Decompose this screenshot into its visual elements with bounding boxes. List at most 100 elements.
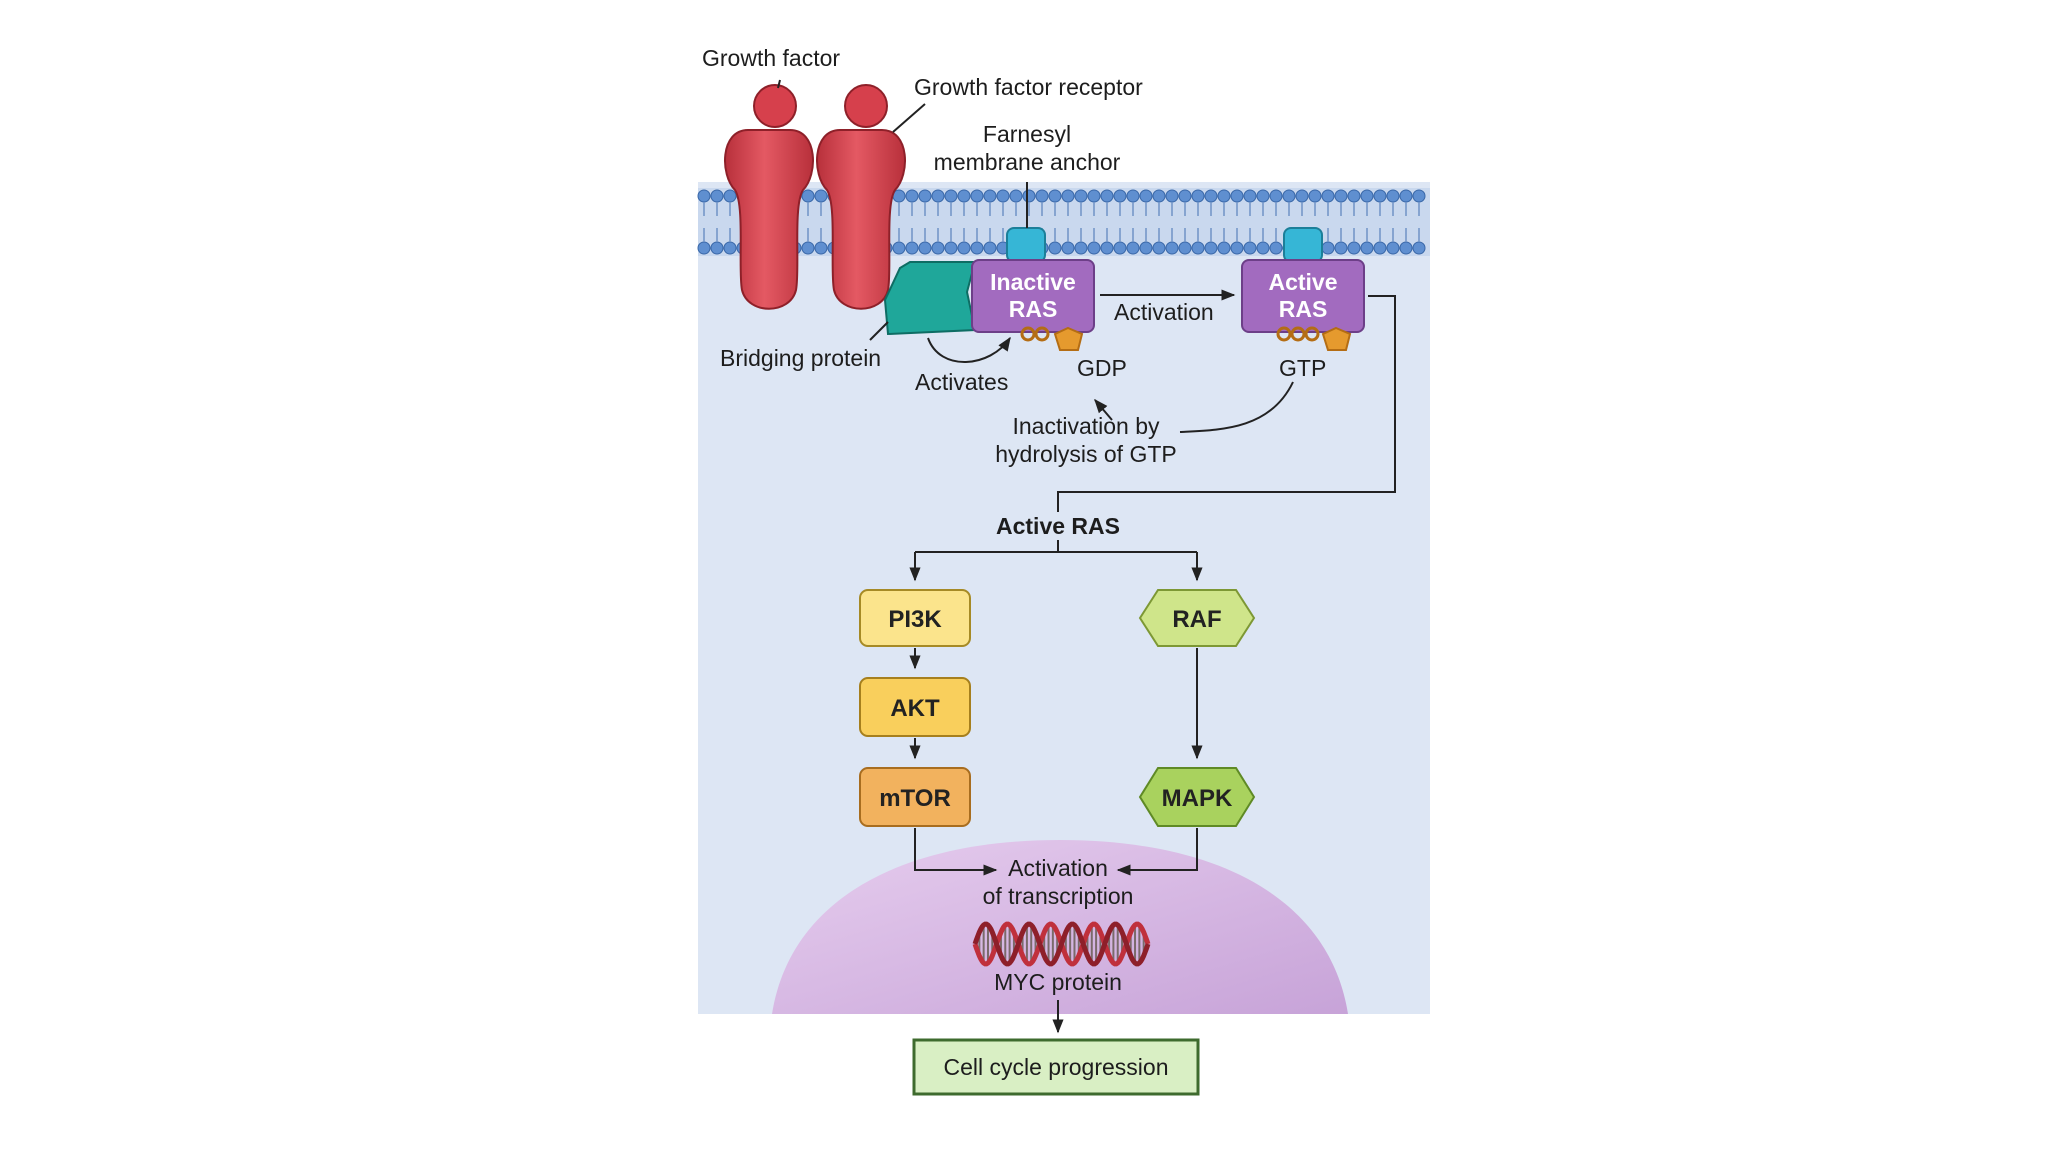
- pi3k-label: PI3K: [888, 606, 942, 633]
- lipid-head: [1061, 189, 1075, 203]
- lipid-head: [957, 189, 971, 203]
- lipid-head: [1399, 189, 1413, 203]
- lipid-head: [931, 241, 945, 255]
- growth-factor-ligand: [753, 84, 888, 128]
- lipid-head: [801, 189, 815, 203]
- lipid-head: [1412, 241, 1426, 255]
- lipid-head: [1087, 189, 1101, 203]
- akt-label: AKT: [890, 695, 940, 722]
- activates-arrow: [927, 336, 1011, 363]
- lipid-head: [1139, 189, 1153, 203]
- lipid-head: [970, 241, 984, 255]
- transcription-label-line1: Activation: [1008, 855, 1108, 881]
- lipid-head: [710, 189, 724, 203]
- lipid-head: [1230, 241, 1244, 255]
- cell-cycle-progression-box: Cell cycle progression: [912, 1038, 1200, 1096]
- lipid-head: [1165, 189, 1179, 203]
- lipid-head: [1308, 189, 1322, 203]
- lipid-head: [1373, 241, 1387, 255]
- nucleus: [772, 840, 1348, 1014]
- lipid-head: [970, 189, 984, 203]
- lipid-head: [1126, 189, 1140, 203]
- lipid-head: [1399, 241, 1413, 255]
- growth-factor-label: Growth factor: [702, 45, 840, 71]
- bridging-pointer: [869, 321, 889, 341]
- gtp-label: GTP: [1279, 355, 1326, 381]
- lipid-head: [1386, 241, 1400, 255]
- farnesyl-anchor-inactive: [1006, 227, 1046, 263]
- inactive-ras-label-line2: RAS: [1009, 296, 1058, 322]
- transcription-label-line2: of transcription: [983, 883, 1134, 909]
- lipid-head: [1269, 189, 1283, 203]
- lipid-head: [1113, 189, 1127, 203]
- lipid-head: [697, 189, 711, 203]
- lipid-head: [1022, 189, 1036, 203]
- lipid-head: [697, 241, 711, 255]
- lipid-head: [1334, 189, 1348, 203]
- lipid-head: [944, 189, 958, 203]
- lipid-head: [1100, 189, 1114, 203]
- lipid-head: [1256, 189, 1270, 203]
- lipid-head: [1347, 189, 1361, 203]
- lipid-head: [1009, 189, 1023, 203]
- lipid-head: [905, 189, 919, 203]
- inactivation-arrow: [1094, 398, 1113, 421]
- lipid-head: [1178, 241, 1192, 255]
- farnesyl-label-line1: Farnesyl: [983, 121, 1071, 147]
- growth-factor-receptor: [724, 129, 906, 310]
- lipid-head: [1100, 241, 1114, 255]
- activates-label: Activates: [915, 369, 1008, 395]
- raf-label: RAF: [1172, 606, 1221, 633]
- lipid-head: [1139, 241, 1153, 255]
- receptor-pointer: [892, 103, 926, 133]
- lipid-head: [1360, 189, 1374, 203]
- lipid-head: [1087, 241, 1101, 255]
- gtp-molecule: [1276, 326, 1352, 351]
- lipid-head: [1386, 189, 1400, 203]
- raf-node: RAF: [1138, 589, 1256, 647]
- active-ras-label: Active RAS: [996, 513, 1120, 539]
- lipid-head: [801, 241, 815, 255]
- inactive-ras-label-line1: Inactive: [990, 269, 1076, 295]
- inactivation-curve: [1179, 381, 1294, 433]
- gdp-molecule: [1020, 326, 1084, 351]
- lipid-head: [1074, 241, 1088, 255]
- lipid-head: [1074, 189, 1088, 203]
- lipid-head: [814, 189, 828, 203]
- lipid-head: [814, 241, 828, 255]
- lipid-head: [957, 241, 971, 255]
- dna-strand: [972, 921, 1151, 967]
- lipid-head: [1412, 189, 1426, 203]
- lipid-head: [1360, 241, 1374, 255]
- lipid-head: [1243, 189, 1257, 203]
- gdp-label: GDP: [1077, 355, 1127, 381]
- inactivation-label-line1: Inactivation by: [1012, 413, 1160, 439]
- lipid-head: [1243, 241, 1257, 255]
- lipid-head: [983, 241, 997, 255]
- lipid-head: [1165, 241, 1179, 255]
- lipid-head: [944, 241, 958, 255]
- inactivation-label-line2: hydrolysis of GTP: [995, 441, 1177, 467]
- active-ras-label-line1: Active: [1268, 269, 1337, 295]
- akt-node: AKT: [859, 677, 971, 737]
- farnesyl-anchor-active: [1283, 227, 1323, 263]
- lipid-head: [1178, 189, 1192, 203]
- growth-factor-receptor-label: Growth factor receptor: [914, 74, 1143, 100]
- lipid-head: [1230, 189, 1244, 203]
- lipid-head: [723, 241, 737, 255]
- mtor-node: mTOR: [859, 767, 971, 827]
- dna-helix-icon: [972, 921, 1151, 967]
- bridging-protein-label: Bridging protein: [720, 345, 881, 371]
- lipid-head: [1217, 189, 1231, 203]
- lipid-head: [1126, 241, 1140, 255]
- cell-cycle-label: Cell cycle progression: [944, 1054, 1169, 1080]
- lipid-head: [1035, 189, 1049, 203]
- lipid-head: [723, 189, 737, 203]
- lipid-head: [1334, 241, 1348, 255]
- activation-label: Activation: [1114, 299, 1214, 325]
- lipid-head: [1152, 189, 1166, 203]
- lipid-head: [1295, 189, 1309, 203]
- connectors: [777, 79, 1396, 1034]
- lipid-head: [1191, 189, 1205, 203]
